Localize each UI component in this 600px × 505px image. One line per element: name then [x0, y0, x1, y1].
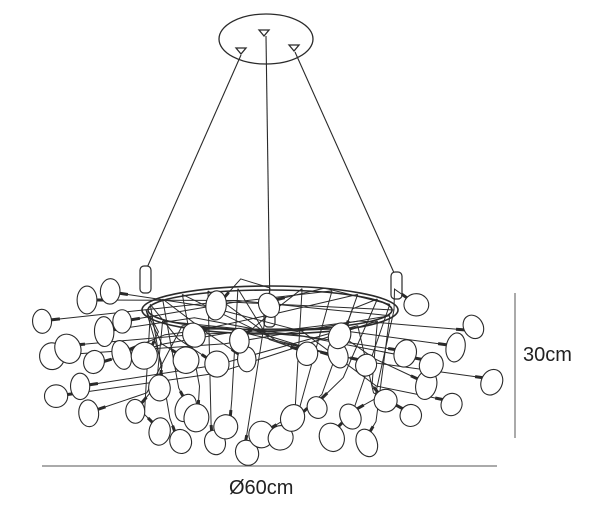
glass-bulb: [257, 292, 281, 318]
branch-arm: [94, 299, 390, 317]
glass-bulb: [76, 285, 98, 315]
branch-arm: [143, 315, 156, 426]
glass-bulb: [306, 396, 328, 419]
branch-arm: [162, 298, 241, 356]
branch-arm: [129, 290, 333, 321]
glass-bulb: [148, 417, 171, 446]
glass-bulb: [172, 346, 200, 374]
branch-arm: [111, 317, 271, 333]
glass-bulb: [93, 316, 115, 348]
glass-bulb: [355, 353, 378, 377]
glass-bulb: [373, 388, 398, 413]
glass-bulb: [43, 384, 69, 408]
glass-bulb: [148, 374, 171, 402]
glass-bulb: [99, 278, 121, 305]
branch-arm: [319, 298, 378, 401]
glass-bulb: [440, 392, 463, 417]
glass-bulb: [229, 327, 250, 354]
glass-bulb: [279, 404, 306, 432]
glass-bulb: [418, 351, 444, 379]
suspension-cables: [145, 35, 396, 316]
glass-bulb: [480, 368, 504, 396]
glass-bulb: [327, 322, 352, 350]
glass-bulbs: [32, 278, 504, 466]
branch-arm: [95, 325, 183, 411]
glass-bulb: [183, 403, 210, 433]
glass-bulb: [355, 428, 379, 458]
glass-bulb: [445, 332, 466, 363]
glass-bulb: [339, 403, 362, 430]
glass-bulb: [169, 428, 193, 455]
glass-bulb: [54, 333, 82, 364]
height-dimension-label: 30cm: [523, 344, 572, 366]
glass-bulb: [462, 314, 485, 340]
glass-bulb: [393, 339, 418, 368]
width-dimension-label: Ø60cm: [229, 477, 294, 499]
branch-arm: [149, 303, 211, 361]
glass-bulb: [399, 403, 423, 428]
glass-bulb: [318, 422, 345, 453]
glass-bulb: [112, 309, 132, 334]
glass-bulb: [295, 341, 319, 366]
glass-bulb: [213, 414, 239, 440]
glass-bulb: [204, 350, 230, 378]
glass-bulb: [78, 399, 100, 428]
branch-arm: [274, 287, 390, 305]
glass-bulb: [69, 372, 91, 401]
glass-bulb: [111, 340, 133, 370]
branch-arm: [367, 315, 391, 436]
branch-arm: [237, 288, 301, 351]
glass-bulb: [182, 322, 206, 348]
glass-bulb: [205, 290, 227, 321]
glass-bulb: [234, 439, 260, 466]
glass-bulb: [403, 293, 430, 317]
glass-bulb: [125, 398, 146, 424]
glass-bulb: [32, 308, 53, 334]
glass-bulb: [130, 341, 158, 370]
branch-arm: [162, 320, 399, 351]
glass-bulb: [83, 349, 105, 375]
